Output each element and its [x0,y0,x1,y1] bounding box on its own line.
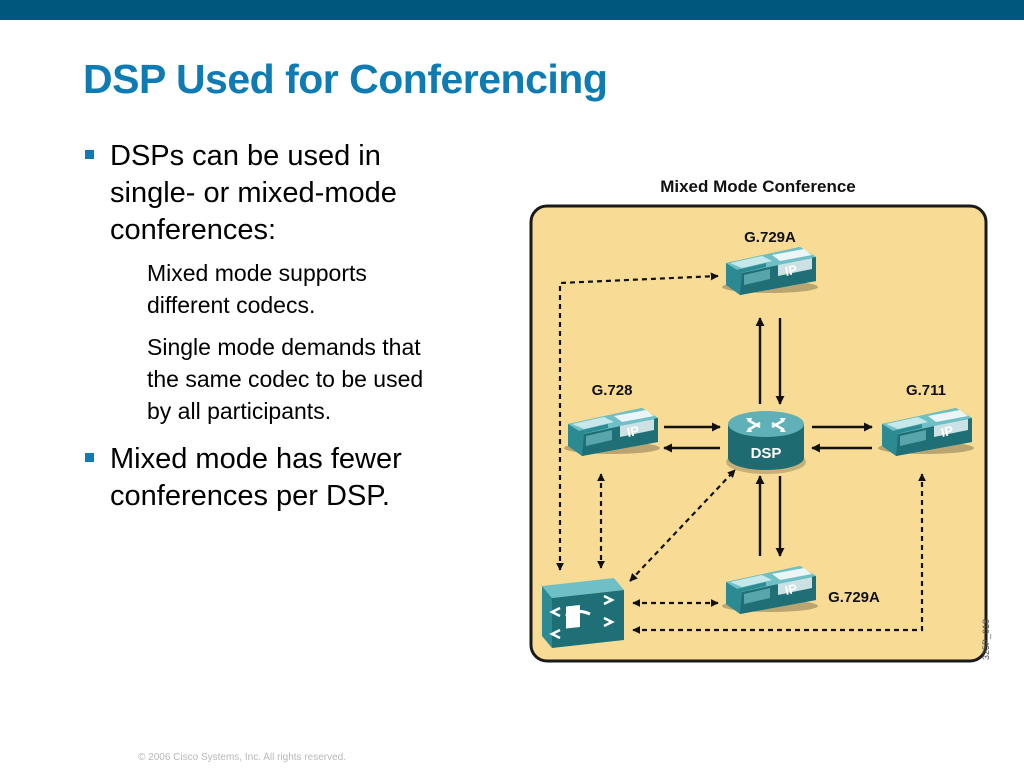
codec-label-left: G.728 [592,382,633,399]
ip-badge: IP [626,423,641,440]
codec-label-bottom: G.729A [828,589,880,606]
bullet-item: DSPs can be used in single- or mixed-mod… [83,138,503,249]
sub-bullet-line: Mixed mode supports [147,260,367,286]
slide-title: DSP Used for Conferencing [83,56,608,102]
bullet-line: conferences: [110,214,277,246]
conference-bridge-icon [542,578,624,648]
figure-code: 325P_018 [981,618,991,660]
top-bar [0,0,1024,20]
ip-phone-bottom-icon: IP [722,566,818,614]
sub-bullet-item: Mixed mode supports different codecs. [147,257,503,321]
bullet-line: DSPs can be used in [110,140,381,172]
bullet-item: Mixed mode has fewer conferences per DSP… [83,441,503,515]
dsp-router-icon: DSP [726,411,806,474]
ip-phone-top-icon: IP [722,247,818,295]
bullet-line: Mixed mode has fewer [110,443,402,475]
sub-bullet-line: different codecs. [147,292,316,318]
diagram-title-group: Mixed Mode Conference [660,177,856,196]
dsp-label: DSP [751,445,782,462]
codec-label-right: G.711 [906,382,946,399]
sub-bullet-line: Single mode demands that [147,334,421,360]
bullet-square-icon [85,453,94,462]
sub-bullet-line: the same codec to be used [147,366,424,392]
bullet-square-icon [85,150,94,159]
footer-copyright: © 2006 Cisco Systems, Inc. All rights re… [138,752,347,763]
media-paths [663,317,873,557]
bullet-line: single- or mixed-mode [110,177,397,209]
ip-badge: IP [940,423,955,440]
diagram-title: Mixed Mode Conference [660,177,856,196]
bullet-line: conferences per DSP. [110,480,390,512]
ip-badge: IP [784,262,799,279]
ip-phone-left-icon: IP [564,408,660,456]
ip-badge: IP [784,581,799,598]
sub-bullet-item: Single mode demands that the same codec … [147,331,503,427]
codec-label-top: G.729A [744,229,796,246]
signaling-path-right [632,473,926,634]
bullet-list: DSPs can be used in single- or mixed-mod… [83,138,503,515]
sub-bullet-line: by all participants. [147,398,332,424]
signaling-paths [556,272,926,634]
ip-phone-right-icon: IP [878,408,974,456]
